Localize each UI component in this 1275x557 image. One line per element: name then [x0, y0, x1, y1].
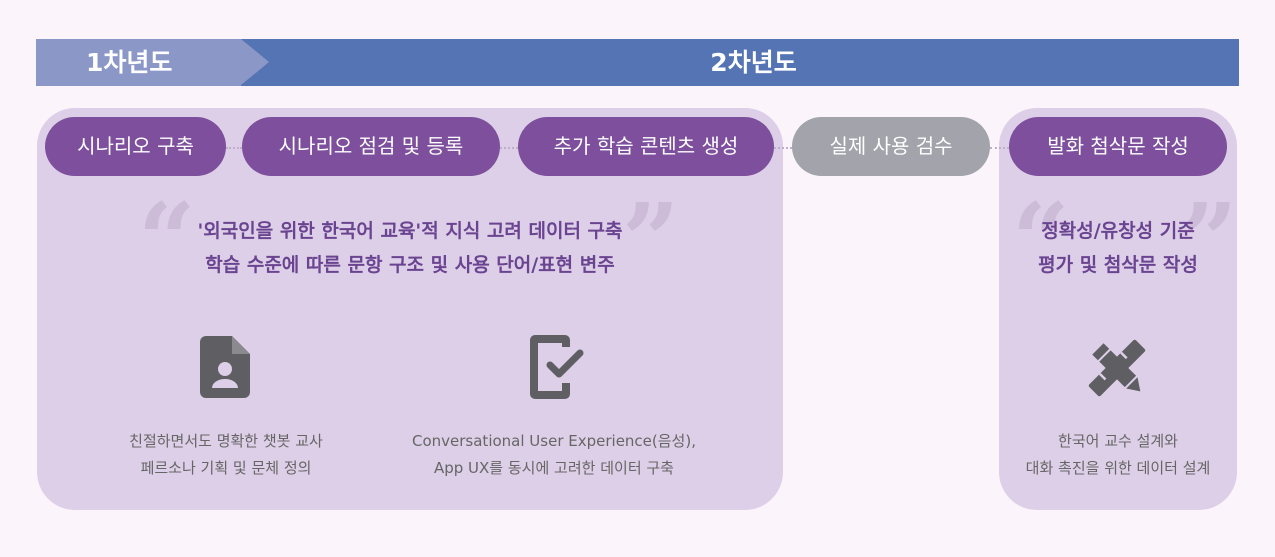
close-quote-icon: ”	[622, 181, 680, 299]
open-quote-icon: “	[138, 181, 196, 299]
year1-arrow-tip	[241, 39, 269, 85]
right-quote-line: 평가 및 첨삭문 작성	[1038, 254, 1198, 276]
close-quote-icon: ”	[1180, 181, 1238, 299]
open-quote-icon: “	[1012, 181, 1070, 299]
step-pill-usage-inspection: 실제 사용 검수	[792, 117, 990, 176]
connector-dots	[990, 147, 1009, 149]
connector-dots	[774, 147, 792, 149]
left-quote-line: 학습 수준에 따른 문항 구조 및 사용 단어/표현 변주	[205, 254, 615, 276]
step-pill-scenario-build: 시나리오 구축	[45, 117, 226, 176]
left-quote: '외국인을 위한 한국어 교육'적 지식 고려 데이터 구축 학습 수준에 따른…	[150, 214, 670, 282]
right-caption-design: 한국어 교수 설계와 대화 촉진을 위한 데이터 설계	[1004, 428, 1232, 482]
left-quote-line: '외국인을 위한 한국어 교육'적 지식 고려 데이터 구축	[197, 220, 623, 242]
phone-check-icon	[530, 335, 584, 399]
year1-label: 1차년도	[86, 48, 173, 77]
caption-line: 페르소나 기획 및 문체 정의	[140, 459, 312, 477]
step-pill-extra-content: 추가 학습 콘텐츠 생성	[518, 117, 774, 176]
caption-line: Conversational User Experience(음성),	[412, 432, 696, 450]
caption-line: 한국어 교수 설계와	[1058, 432, 1178, 450]
connector-dots	[500, 147, 518, 149]
person-document-icon	[200, 336, 250, 398]
step-pill-scenario-review: 시나리오 점검 및 등록	[242, 117, 500, 176]
caption-line: 대화 촉진을 위한 데이터 설계	[1025, 459, 1211, 477]
year2-label: 2차년도	[710, 48, 797, 77]
connector-dots	[226, 147, 242, 149]
pencil-ruler-icon	[1088, 339, 1146, 397]
left-caption-persona: 친절하면서도 명확한 챗봇 교사 페르소나 기획 및 문체 정의	[96, 428, 356, 482]
step-pill-feedback-writing: 발화 첨삭문 작성	[1009, 117, 1227, 176]
right-quote: 정확성/유창성 기준 평가 및 첨삭문 작성	[1004, 214, 1232, 282]
caption-line: 친절하면서도 명확한 챗봇 교사	[129, 432, 323, 450]
caption-line: App UX를 동시에 고려한 데이터 구축	[433, 459, 674, 477]
right-quote-line: 정확성/유창성 기준	[1041, 220, 1195, 242]
timeline-bar: 1차년도 2차년도	[36, 39, 1239, 86]
left-caption-ux: Conversational User Experience(음성), App …	[392, 428, 716, 482]
year1-bar	[36, 39, 241, 86]
